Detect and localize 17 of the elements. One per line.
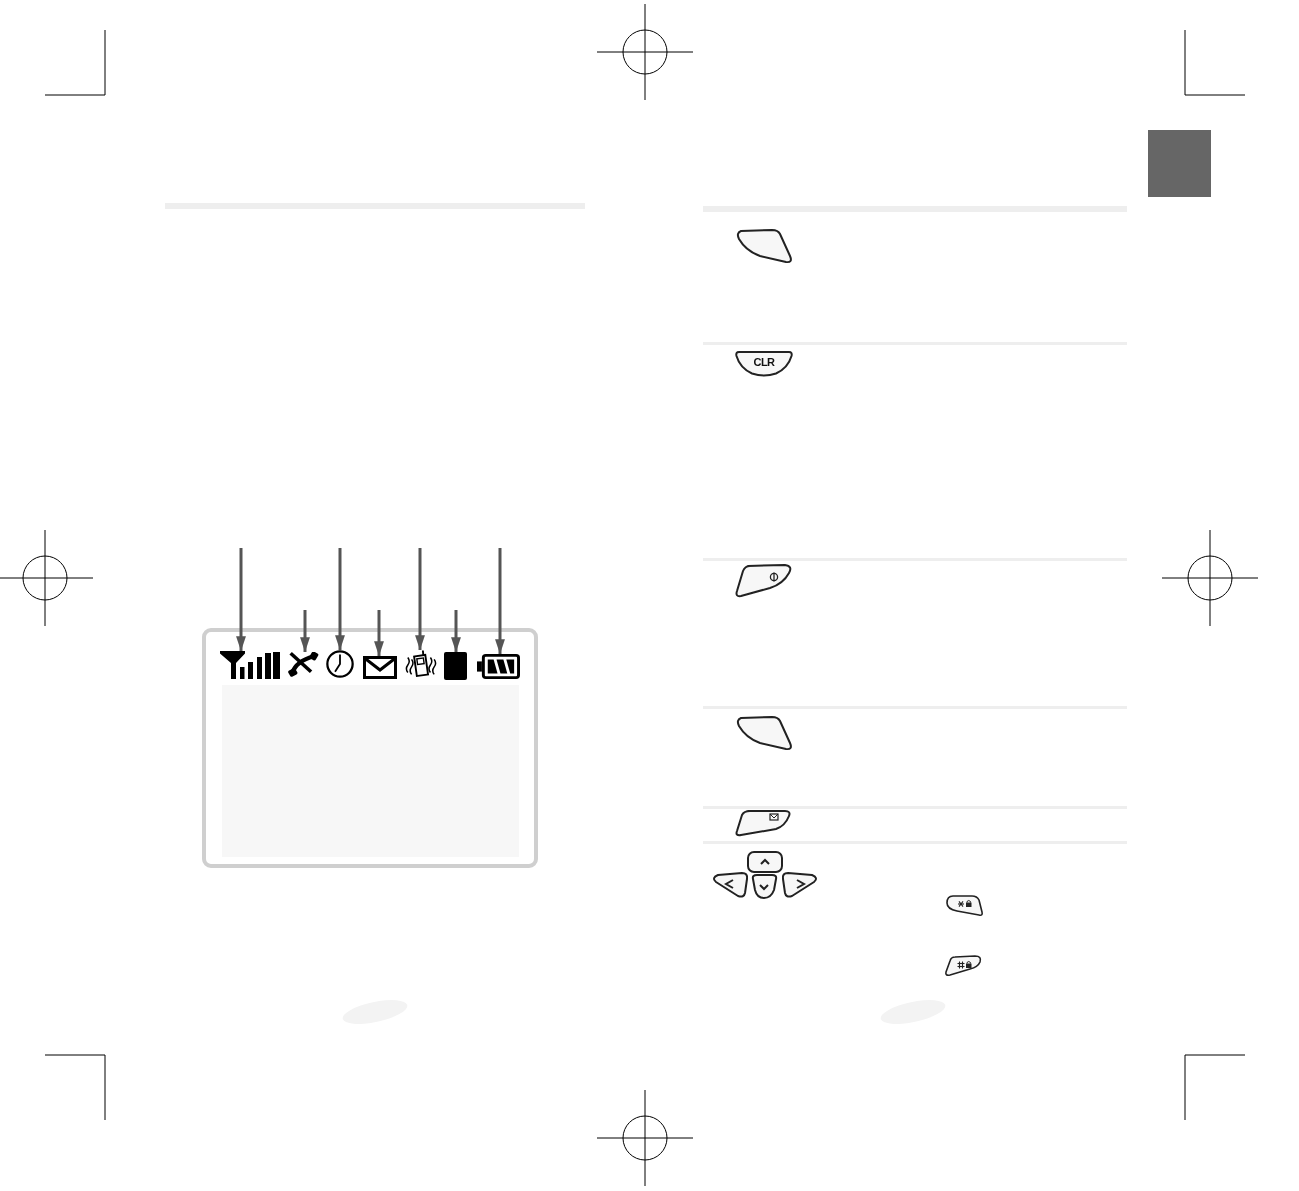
phone-display <box>202 628 538 868</box>
crossed-phone-icon <box>288 652 319 677</box>
arrow <box>335 548 345 650</box>
envelope-icon <box>363 656 397 679</box>
key-label: CLR <box>753 356 775 368</box>
arrow <box>415 548 425 650</box>
clock-icon <box>326 650 354 678</box>
clear-key <box>735 350 793 379</box>
arrow <box>300 610 310 652</box>
arrow <box>236 548 246 651</box>
filled-square <box>444 652 467 680</box>
signal-strength-icon <box>220 651 280 679</box>
vibrating-phone-icon <box>405 650 437 680</box>
battery-icon <box>477 654 520 679</box>
arrow <box>495 548 505 654</box>
arrow <box>451 610 461 652</box>
arrow <box>374 610 384 656</box>
